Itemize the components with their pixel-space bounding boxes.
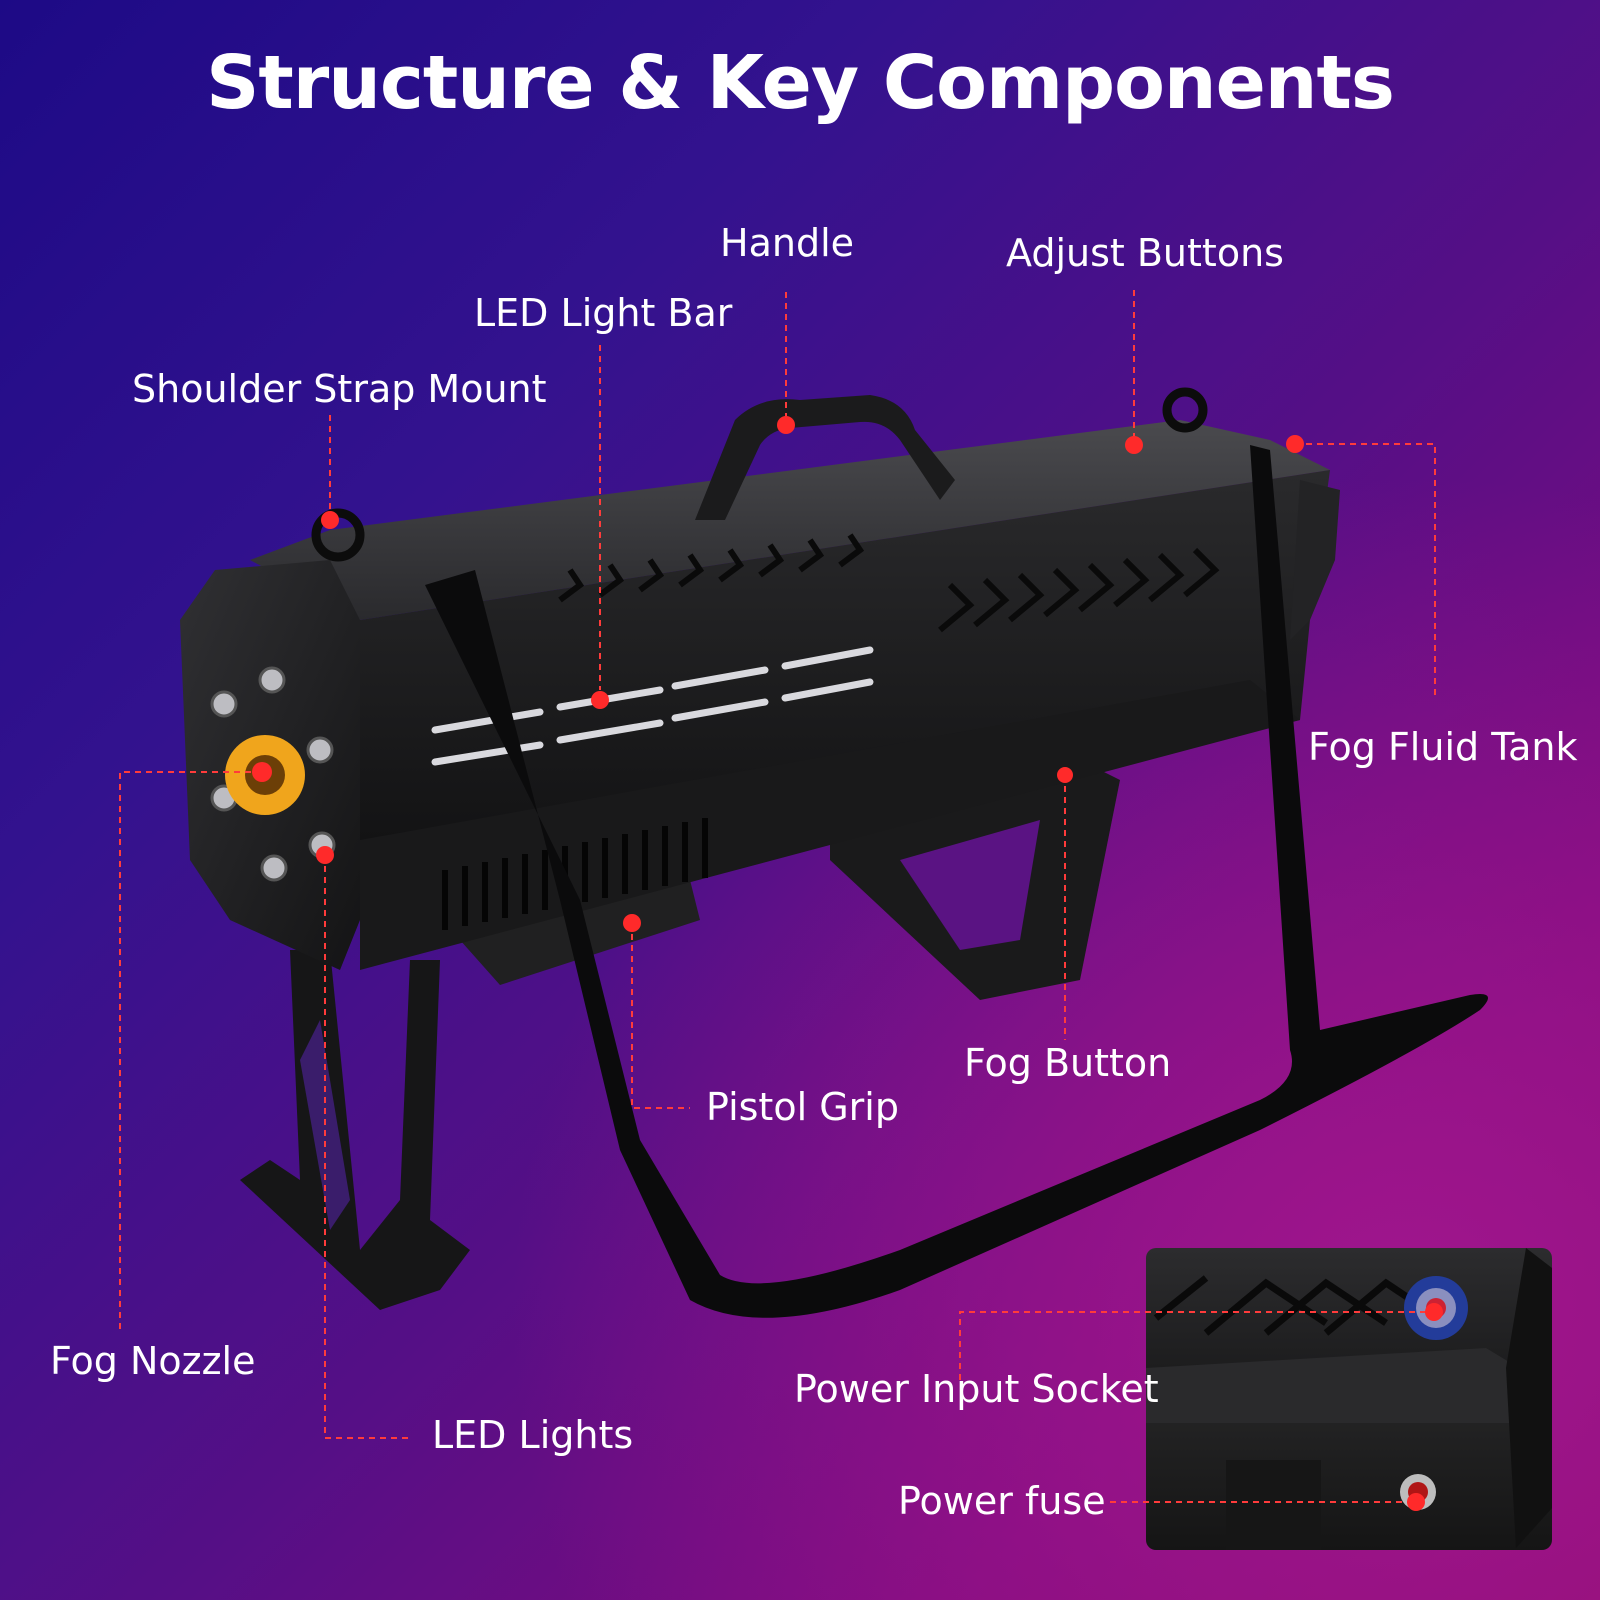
label-shoulder-strap-mount: Shoulder Strap Mount [132, 367, 547, 411]
label-fog-button: Fog Button [964, 1041, 1172, 1085]
label-led-light-bar: LED Light Bar [474, 291, 733, 335]
rear-panel-inset [1146, 1248, 1552, 1550]
led-light-bar-strips [431, 646, 874, 766]
label-adjust-buttons: Adjust Buttons [1006, 231, 1284, 275]
body-top [250, 420, 1330, 620]
page-title: Structure & Key Components [206, 40, 1395, 126]
handle-shape [695, 395, 955, 520]
stand [240, 950, 470, 1310]
label-fog-fluid-tank: Fog Fluid Tank [1308, 725, 1578, 769]
label-led-lights: LED Lights [432, 1413, 634, 1457]
label-power-input-socket: Power Input Socket [794, 1367, 1159, 1411]
rear-panel-illustration [1146, 1248, 1552, 1550]
label-fog-nozzle: Fog Nozzle [50, 1339, 256, 1383]
label-pistol-grip: Pistol Grip [706, 1085, 899, 1129]
fog-nozzle-shape [225, 735, 305, 815]
label-handle: Handle [720, 221, 855, 265]
label-power-fuse: Power fuse [898, 1479, 1106, 1523]
vent-chevrons [558, 533, 1220, 633]
